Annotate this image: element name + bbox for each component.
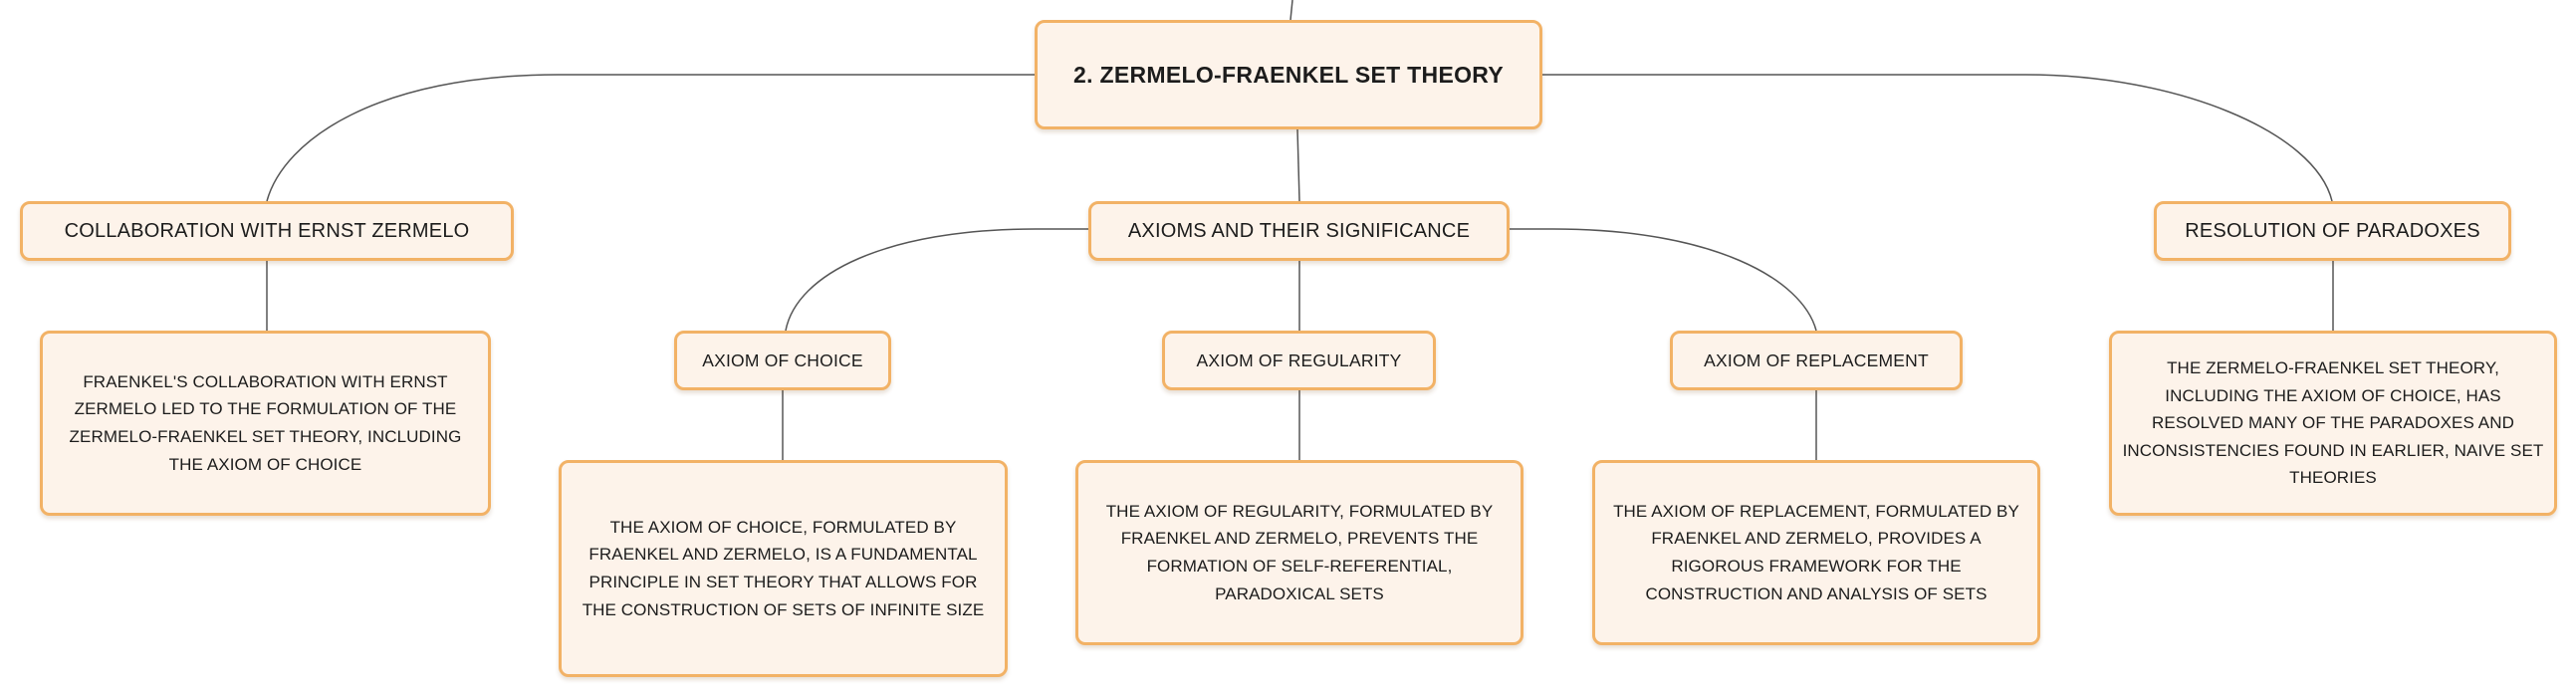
topic-collaboration-label: COLLABORATION WITH ERNST ZERMELO [64, 219, 470, 242]
root-topic-node[interactable]: 2. ZERMELO-FRAENKEL SET THEORY [1035, 20, 1542, 129]
topic-collaboration-node[interactable]: COLLABORATION WITH ERNST ZERMELO [20, 201, 514, 261]
description-paradoxes-text: THE ZERMELO-FRAENKEL SET THEORY, INCLUDI… [2122, 358, 2544, 488]
description-collaboration[interactable]: FRAENKEL'S COLLABORATION WITH ERNST ZERM… [40, 331, 491, 516]
description-paradoxes[interactable]: THE ZERMELO-FRAENKEL SET THEORY, INCLUDI… [2109, 331, 2557, 516]
subtopic-axiom-choice-label: AXIOM OF CHOICE [702, 349, 863, 370]
description-axiom-replacement[interactable]: THE AXIOM OF REPLACEMENT, FORMULATED BY … [1592, 460, 2040, 645]
connector-root-axioms [1296, 128, 1300, 202]
description-axiom-choice-text: THE AXIOM OF CHOICE, FORMULATED BY FRAEN… [582, 517, 985, 619]
topic-paradoxes-node[interactable]: RESOLUTION OF PARADOXES [2154, 201, 2511, 261]
connector-parent-root [1289, 0, 1293, 21]
connector-axioms-replacement [1510, 228, 1817, 332]
subtopic-axiom-regularity-node[interactable]: AXIOM OF REGULARITY [1162, 331, 1436, 390]
topic-paradoxes-label: RESOLUTION OF PARADOXES [2185, 219, 2480, 242]
subtopic-axiom-choice-node[interactable]: AXIOM OF CHOICE [674, 331, 891, 390]
connector-root-collaboration [266, 74, 1035, 202]
description-axiom-choice[interactable]: THE AXIOM OF CHOICE, FORMULATED BY FRAEN… [559, 460, 1008, 677]
subtopic-axiom-replacement-node[interactable]: AXIOM OF REPLACEMENT [1670, 331, 1963, 390]
topic-axioms-node[interactable]: AXIOMS AND THEIR SIGNIFICANCE [1088, 201, 1510, 261]
topic-axioms-label: AXIOMS AND THEIR SIGNIFICANCE [1127, 219, 1471, 242]
subtopic-axiom-regularity-label: AXIOM OF REGULARITY [1196, 349, 1402, 370]
description-axiom-regularity[interactable]: THE AXIOM OF REGULARITY, FORMULATED BY F… [1075, 460, 1523, 645]
subtopic-axiom-replacement-label: AXIOM OF REPLACEMENT [1704, 349, 1929, 370]
connector-axioms-choice [785, 228, 1088, 332]
description-collaboration-text: FRAENKEL'S COLLABORATION WITH ERNST ZERM… [69, 371, 462, 474]
description-axiom-regularity-text: THE AXIOM OF REGULARITY, FORMULATED BY F… [1105, 501, 1494, 603]
description-axiom-replacement-text: THE AXIOM OF REPLACEMENT, FORMULATED BY … [1613, 501, 2019, 603]
connector-root-paradoxes [1542, 74, 2333, 202]
root-topic-label: 2. ZERMELO-FRAENKEL SET THEORY [1073, 61, 1504, 88]
